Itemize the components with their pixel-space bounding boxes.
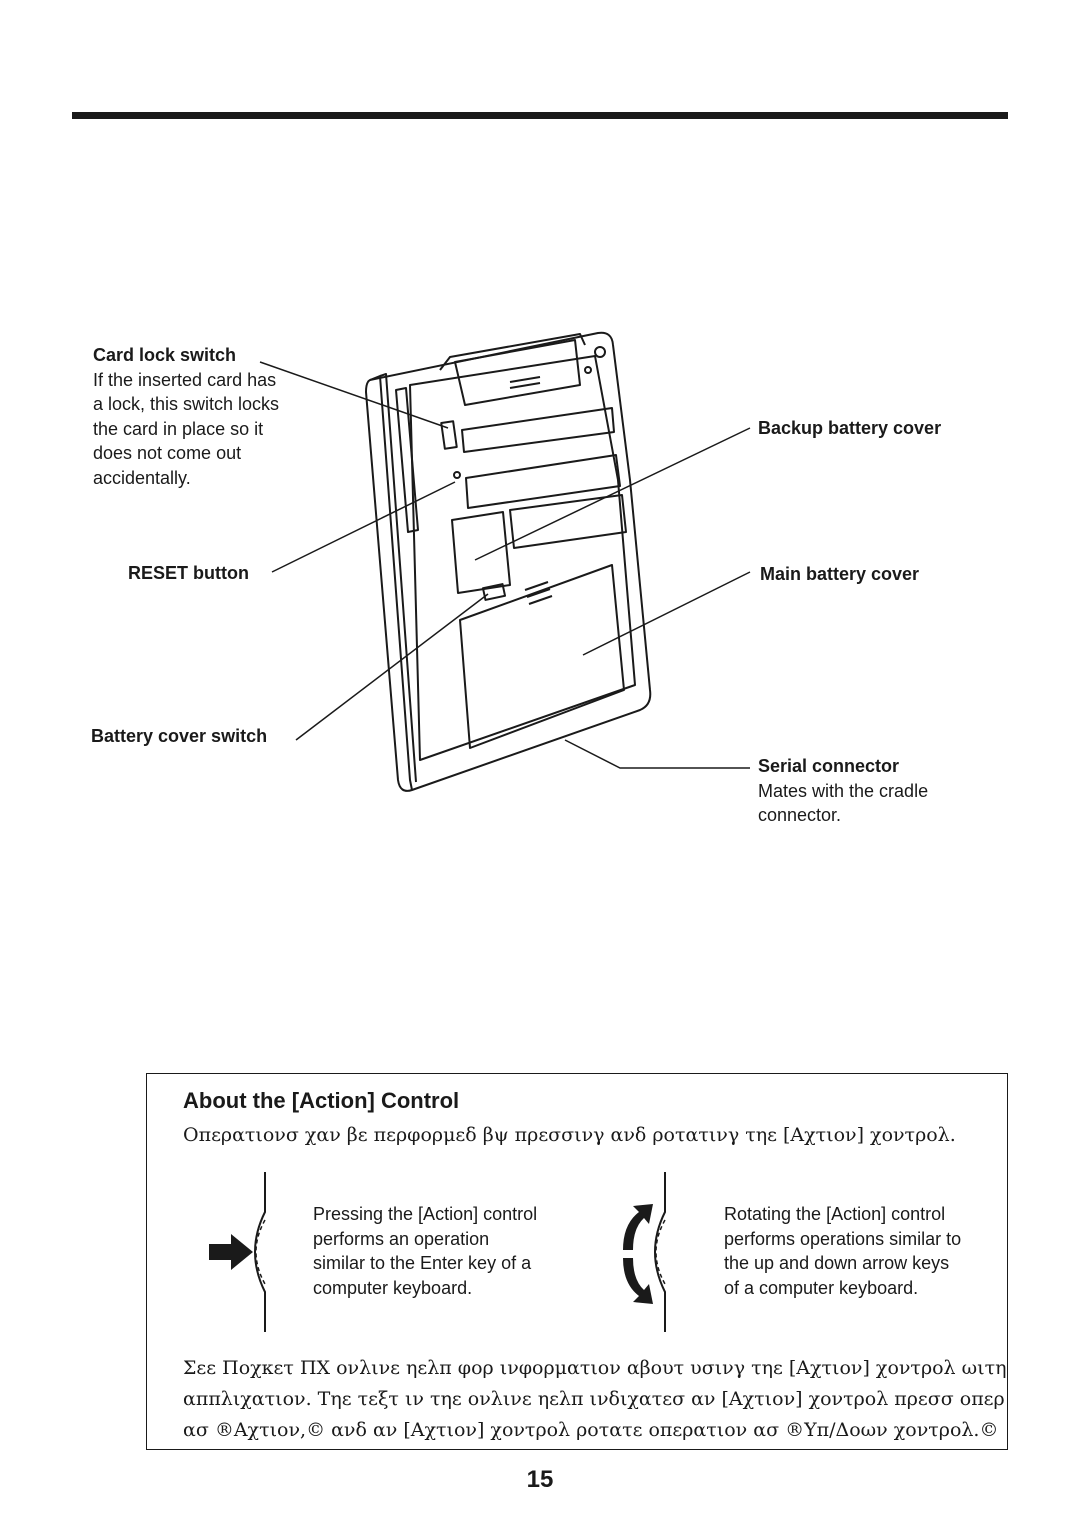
top-rule: [72, 112, 1008, 119]
page-number: 15: [526, 1466, 554, 1493]
backup-battery-title: Backup battery cover: [758, 418, 942, 438]
backup-battery-callout: Backup battery cover: [758, 416, 941, 441]
card-lock-line: the card in place so it: [93, 418, 264, 439]
device-back-illustration: [259, 331, 751, 792]
rotate-caption-line: Rotating the [Action] control: [724, 1204, 946, 1224]
main-battery-title: Main battery cover: [760, 564, 920, 584]
rotate-illustration: [623, 1172, 666, 1332]
rotate-caption-line: performs operations similar to: [724, 1228, 962, 1249]
rotate-up-arrow-icon: [623, 1204, 653, 1250]
action-footer-line: ασ ®Αχτιον,© ανδ αν [Αχτιον] χοντρολ ροτ…: [183, 1419, 999, 1441]
press-caption-line: similar to the Enter key of a: [313, 1253, 532, 1273]
serial-line: Mates with the cradle: [758, 780, 929, 801]
action-intro: Οπερατιονσ χαν βε περφορμεδ βψ πρεσσινγ …: [183, 1124, 956, 1146]
action-box-title: About the [Action] Control: [183, 1088, 460, 1113]
action-control-box: About the [Action] Control Οπερατιονσ χα…: [146, 1073, 1008, 1450]
press-illustration: [209, 1172, 266, 1332]
reset-callout: RESET button: [128, 561, 249, 586]
card-lock-line: accidentally.: [93, 467, 191, 488]
battery-switch-title: Battery cover switch: [91, 726, 268, 746]
serial-title: Serial connector: [758, 756, 900, 776]
rotate-caption-line: the up and down arrow keys: [724, 1253, 950, 1273]
card-lock-line: a lock, this switch locks: [93, 394, 280, 414]
card-lock-line: does not come out: [93, 443, 242, 463]
press-caption-line: performs an operation: [313, 1228, 490, 1249]
press-caption-line: Pressing the [Action] control: [313, 1204, 538, 1224]
right-arrow-icon: [209, 1234, 253, 1270]
reset-title: RESET button: [128, 563, 249, 583]
battery-switch-callout: Battery cover switch: [91, 724, 267, 749]
rotate-caption: Rotating the [Action] control performs o…: [724, 1202, 961, 1300]
rotate-caption-line: of a computer keyboard.: [724, 1277, 919, 1298]
card-lock-title: Card lock switch: [93, 345, 237, 365]
press-caption: Pressing the [Action] control performs a…: [313, 1202, 537, 1300]
card-lock-line: If the inserted card has: [93, 369, 277, 390]
main-battery-callout: Main battery cover: [760, 562, 919, 587]
action-footer-line: αππλιχατιον. Τηε τεξτ ιν τηε ονλινε ηελπ…: [183, 1388, 1005, 1410]
serial-callout: Serial connector Mates with the cradle c…: [758, 754, 928, 828]
press-caption-line: computer keyboard.: [313, 1277, 473, 1298]
action-footer-line: Σεε Ποχκετ ΠΧ ονλινε ηελπ φορ ινφορματιο…: [183, 1357, 1007, 1379]
rotate-down-arrow-icon: [623, 1258, 653, 1304]
card-lock-callout: Card lock switch If the inserted card ha…: [93, 343, 279, 490]
serial-line: connector.: [758, 805, 842, 825]
